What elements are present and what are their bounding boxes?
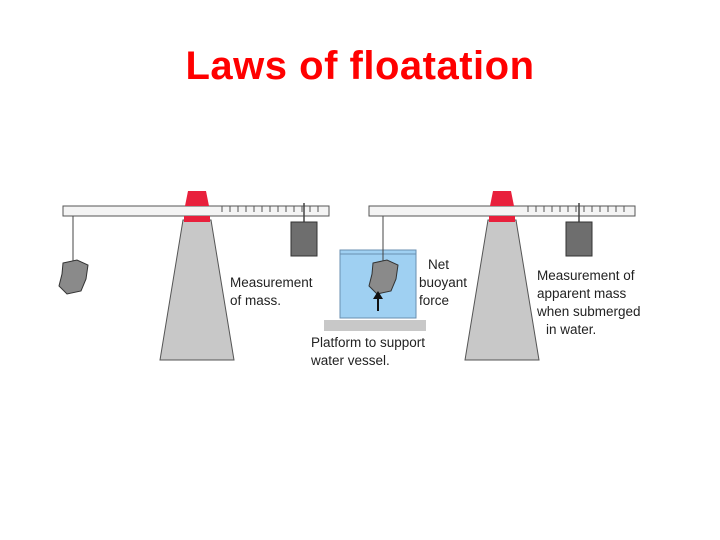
right-balance — [368, 191, 636, 361]
platform-label-line2: water vessel. — [310, 353, 390, 368]
apparent-mass-label-line2: apparent mass — [537, 286, 627, 301]
page-title: Laws of floatation — [185, 44, 535, 88]
left-beam-scale — [221, 206, 319, 212]
right-weight — [565, 221, 593, 257]
left-weight — [290, 221, 318, 257]
net-force-label-line2: buoyant — [419, 275, 467, 290]
right-pivot-base — [489, 216, 515, 222]
net-force-label-line1: Net — [428, 257, 449, 272]
mass-label-line1: Measurement — [230, 275, 313, 290]
left-rock — [58, 259, 89, 295]
right-beam — [368, 205, 636, 217]
apparent-mass-label-line1: Measurement of — [537, 268, 635, 283]
apparent-mass-label-line3: when submerged — [536, 304, 641, 319]
water-vessel-group — [324, 216, 426, 331]
left-balance — [58, 191, 330, 361]
apparent-mass-label-line4: in water. — [546, 322, 596, 337]
platform-label-line1: Platform to support — [311, 335, 425, 350]
buoyant-force-arrow-head — [373, 291, 383, 299]
right-beam-scale — [527, 206, 625, 212]
net-force-label-line3: force — [419, 293, 449, 308]
left-beam — [62, 205, 330, 217]
submerged-rock — [368, 259, 399, 295]
right-pivot — [490, 191, 514, 206]
left-pivot-base — [184, 216, 210, 222]
left-stand — [159, 219, 235, 361]
platform — [324, 320, 426, 331]
mass-label-line2: of mass. — [230, 293, 281, 308]
right-stand — [464, 219, 540, 361]
left-pivot — [185, 191, 209, 206]
